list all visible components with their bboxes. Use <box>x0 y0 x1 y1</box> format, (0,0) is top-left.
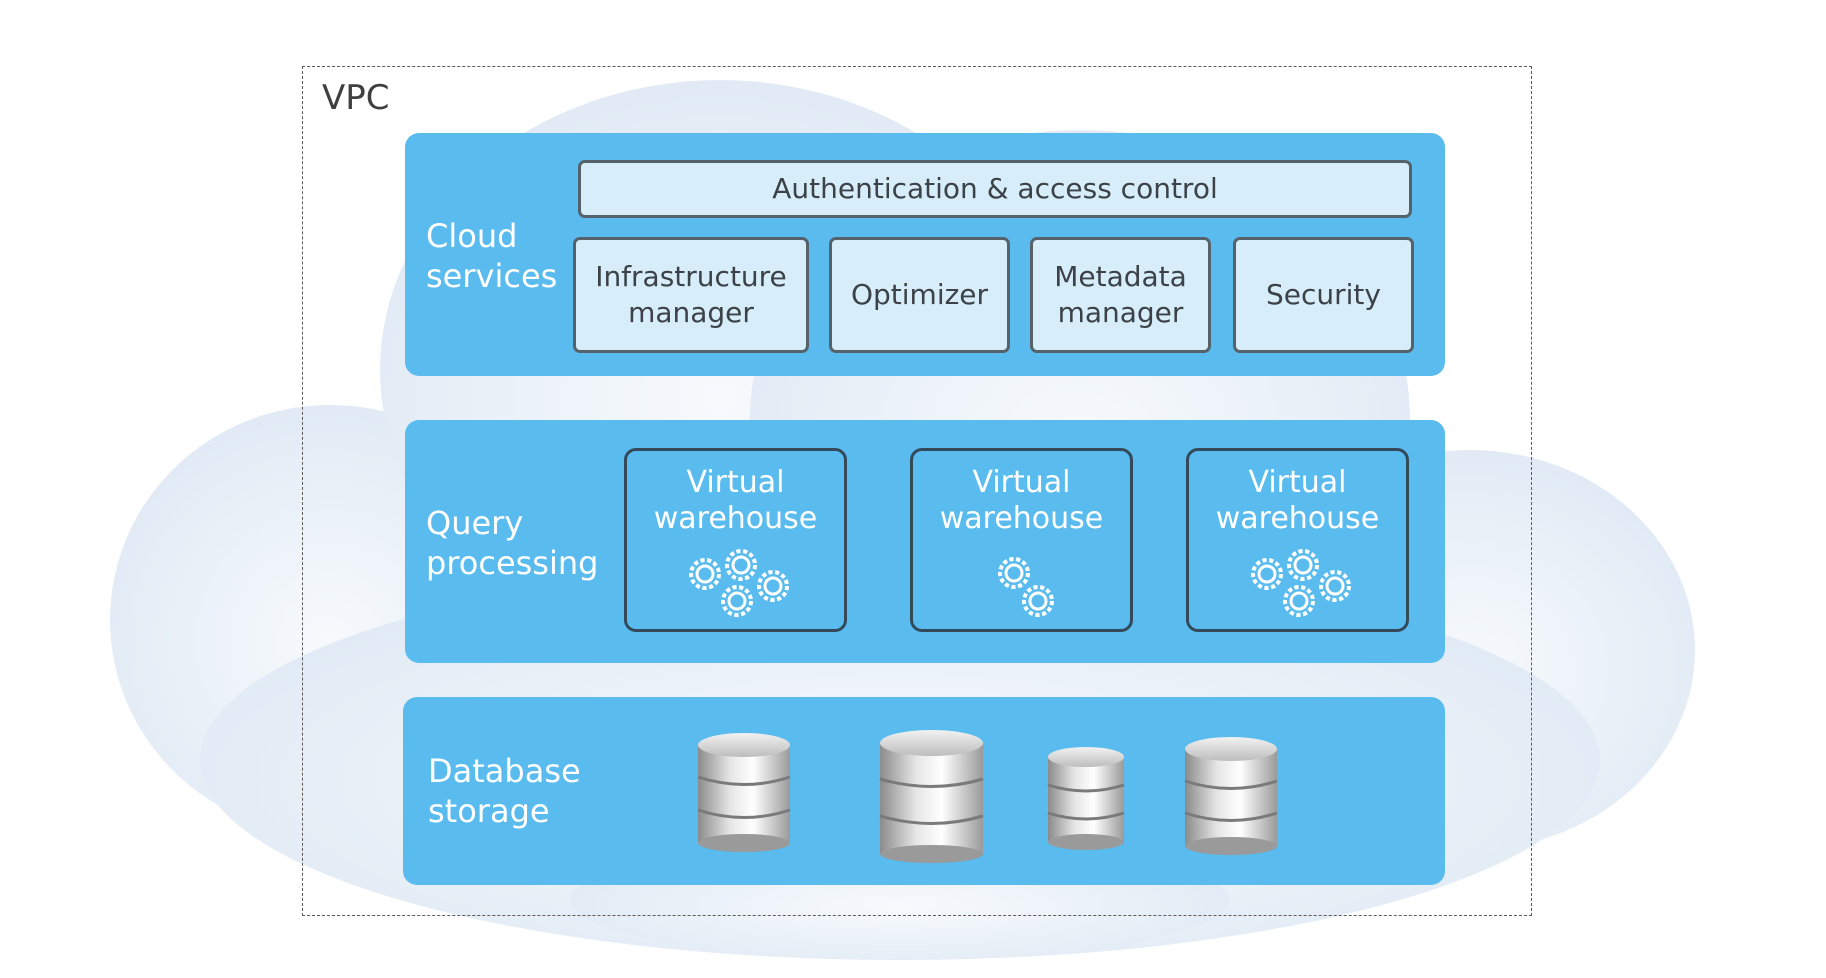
virtual-warehouse-3: Virtual warehouse <box>1186 448 1409 632</box>
virtual-warehouse-label: Virtual warehouse <box>653 465 818 536</box>
database-storage-label: Database storage <box>428 752 581 830</box>
metadata-manager-box: Metadata manager <box>1030 237 1211 353</box>
gears-icon <box>1251 549 1351 617</box>
gears-icon <box>998 557 1054 617</box>
query-processing-label: Query processing <box>426 504 599 582</box>
virtual-warehouse-2: Virtual warehouse <box>910 448 1133 632</box>
database-cylinder-icon <box>1184 737 1278 855</box>
virtual-warehouse-1: Virtual warehouse <box>624 448 847 632</box>
virtual-warehouse-label: Virtual warehouse <box>939 465 1104 536</box>
optimizer-box: Optimizer <box>829 237 1010 353</box>
security-box: Security <box>1233 237 1414 353</box>
gears-icon <box>689 549 789 617</box>
vpc-boundary <box>302 66 1532 916</box>
virtual-warehouse-label: Virtual warehouse <box>1215 465 1380 536</box>
vpc-label: VPC <box>322 78 390 118</box>
infrastructure-manager-box: Infrastructure manager <box>573 237 809 353</box>
auth-access-control-box: Authentication & access control <box>578 160 1412 218</box>
database-cylinder-icon <box>697 733 791 852</box>
database-cylinder-icon <box>1047 747 1125 850</box>
cloud-services-label: Cloud services <box>426 217 558 295</box>
database-cylinder-icon <box>879 730 984 863</box>
